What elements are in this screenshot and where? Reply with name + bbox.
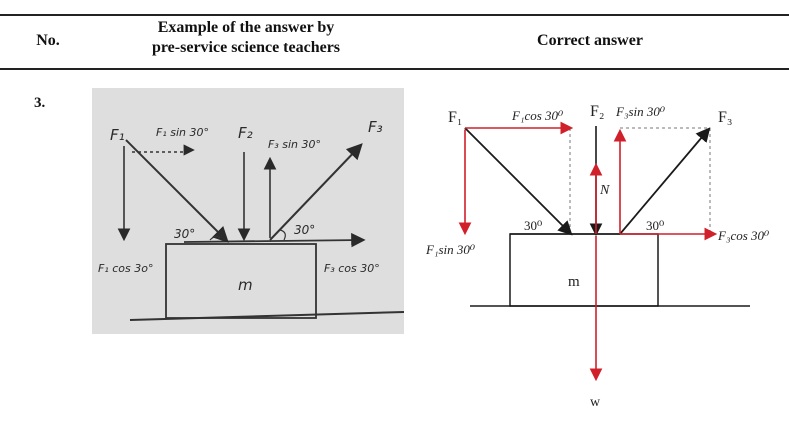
correct-angle-left: 30⁰ (524, 218, 542, 233)
header-correct: Correct answer (537, 32, 643, 49)
student-drawing: F₁ F₂ F₃ F₁ sin 30° F₃ sin 30° F₁ cos 3o… (98, 118, 404, 321)
student-answer-photo: F₁ F₂ F₃ F₁ sin 30° F₃ sin 30° F₁ cos 3o… (92, 88, 404, 334)
top-rule (0, 14, 789, 16)
correct-f3-label: F₃ (718, 109, 732, 126)
student-f3-sin-label: F₃ sin 30° (268, 138, 321, 151)
block (509, 233, 659, 307)
student-f2-label: F₂ (238, 124, 253, 142)
f3-cos-arrow (183, 232, 366, 248)
correct-f1-label: F₁ (448, 109, 462, 126)
header-example-line2: pre-service science teachers (151, 39, 341, 56)
student-f3-label: F₃ (368, 118, 383, 136)
header-example-line1: Example of the answer by (157, 19, 335, 36)
f1-arrow (125, 139, 229, 243)
correct-mass-label: m (568, 274, 580, 290)
correct-normal-label: N (599, 183, 610, 198)
correct-answer-diagram: F₁ F₂ F₃ F₁cos 30⁰ F₃sin 30⁰ N 30⁰ 30⁰ F… (420, 88, 789, 423)
correct-f1-sin-label: F₁sin 30⁰ (425, 242, 476, 257)
correct-f3-cos-label: F₃cos 30⁰ (717, 228, 770, 243)
header-no: No. (36, 32, 60, 49)
student-angle-left: 30° (174, 227, 195, 241)
f3-arrow (619, 127, 711, 235)
correct-f3-sin-label: F₃sin 30⁰ (615, 104, 666, 119)
student-f3-cos-label: F₃ cos 30° (324, 262, 380, 275)
student-f1-label: F₁ (110, 126, 125, 144)
row-number: 3. (34, 95, 46, 111)
correct-angle-right: 30⁰ (646, 218, 664, 233)
student-angle-right: 30° (294, 223, 315, 237)
correct-drawing: F₁ F₂ F₃ F₁cos 30⁰ F₃sin 30⁰ N 30⁰ 30⁰ F… (425, 103, 770, 410)
f1-arrow (464, 127, 573, 236)
student-mass-label: m (238, 276, 253, 294)
block (165, 243, 317, 319)
f3-arrow (269, 143, 363, 241)
student-f1-sin-top-label: F₁ sin 30° (156, 126, 209, 139)
correct-f1-cos-label: F₁cos 30⁰ (511, 108, 564, 123)
correct-weight-label: w (590, 395, 601, 410)
student-f1-cos-label: F₁ cos 3o° (98, 262, 153, 275)
correct-f2-label: F₂ (590, 103, 604, 120)
header-rule (0, 68, 789, 70)
